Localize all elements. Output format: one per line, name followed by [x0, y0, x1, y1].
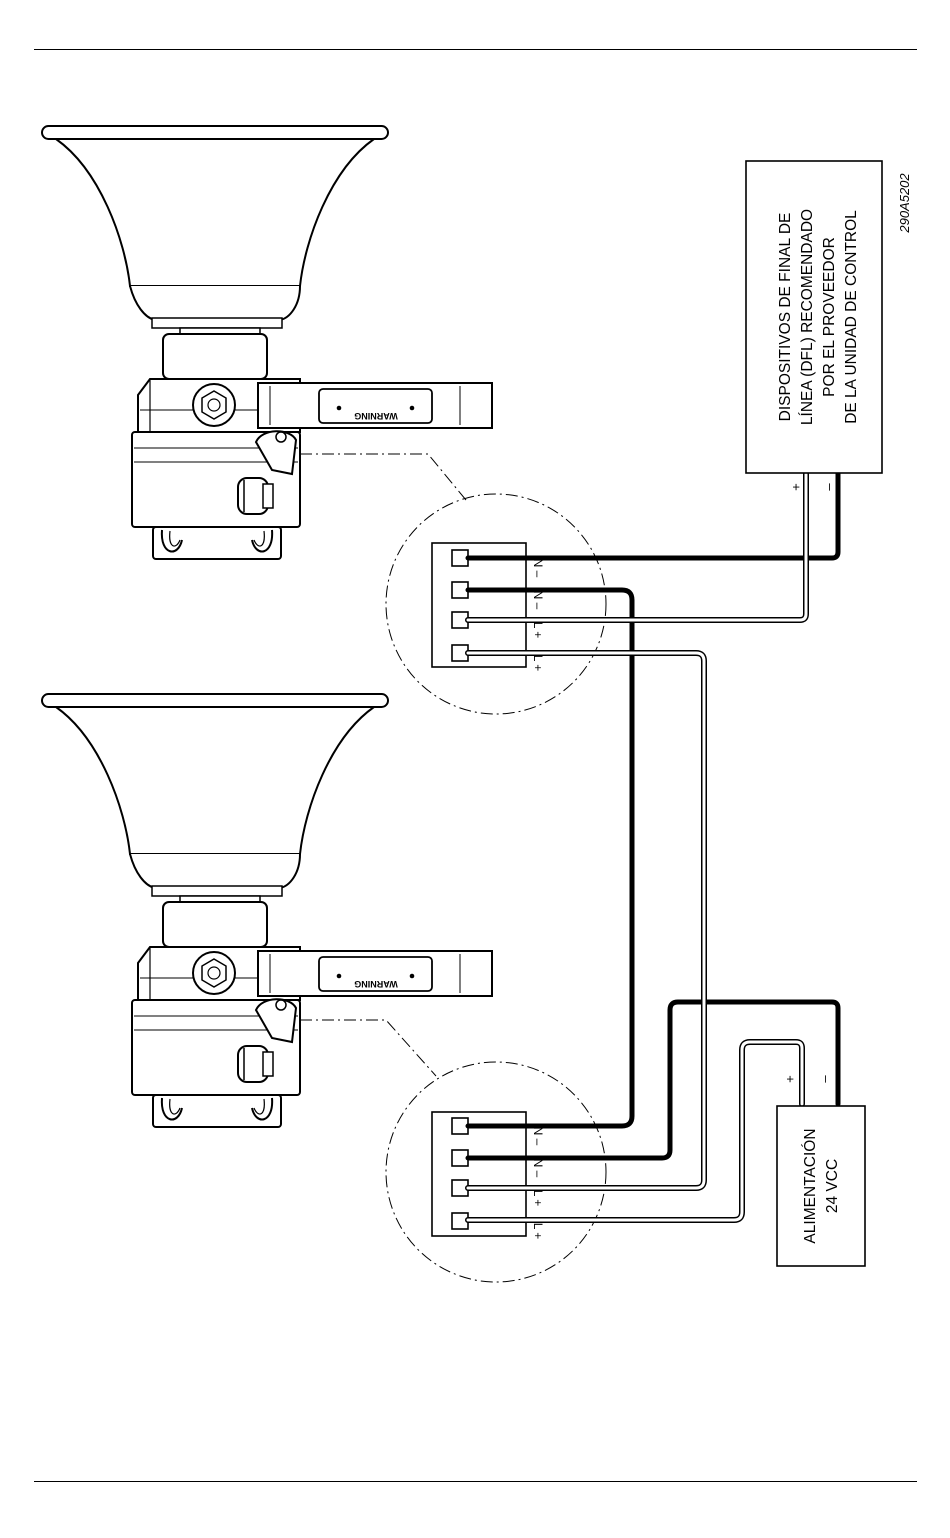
- power-box-line-2: 24 VCC: [824, 1159, 841, 1213]
- power-box-line-1: ALIMENTACIÓN: [802, 1128, 819, 1243]
- eol-plus-sign: +: [789, 483, 804, 491]
- power-minus-sign: –: [819, 1075, 834, 1083]
- eol-box-line-4: DE LA UNIDAD DE CONTROL: [843, 210, 860, 424]
- eol-box-line-2: LÍNEA (DFL) RECOMENDADO: [799, 209, 816, 425]
- eol-minus-sign: –: [823, 483, 838, 491]
- terminal-label-1: N –: [531, 559, 545, 578]
- power-plus-sign: +: [783, 1075, 798, 1083]
- horn-strobe-top: WARNING: [42, 126, 492, 559]
- horn-strobe-bottom: WARNING: [42, 694, 492, 1127]
- eol-box-line-1: DISPOSITIVOS DE FINAL DE: [777, 213, 794, 422]
- horn-warning-label-bottom: WARNING: [354, 979, 398, 989]
- eol-device-box: DISPOSITIVOS DE FINAL DE LÍNEA (DFL) REC…: [746, 161, 882, 491]
- terminal-label-5: N –: [531, 1127, 545, 1146]
- terminal-label-2: N –: [531, 591, 545, 610]
- horn-warning-label-top: WARNING: [354, 411, 398, 421]
- terminal-label-6: N –: [531, 1159, 545, 1178]
- terminal-label-8: L +: [531, 1223, 545, 1240]
- terminal-label-7: L +: [531, 1190, 545, 1207]
- terminal-label-4: L +: [531, 655, 545, 672]
- power-supply-box: ALIMENTACIÓN 24 VCC + –: [777, 1075, 865, 1266]
- eol-box-line-3: POR EL PROVEEDOR: [821, 237, 838, 397]
- drawing-id: 290A5202: [897, 173, 912, 234]
- terminal-label-3: L +: [531, 622, 545, 639]
